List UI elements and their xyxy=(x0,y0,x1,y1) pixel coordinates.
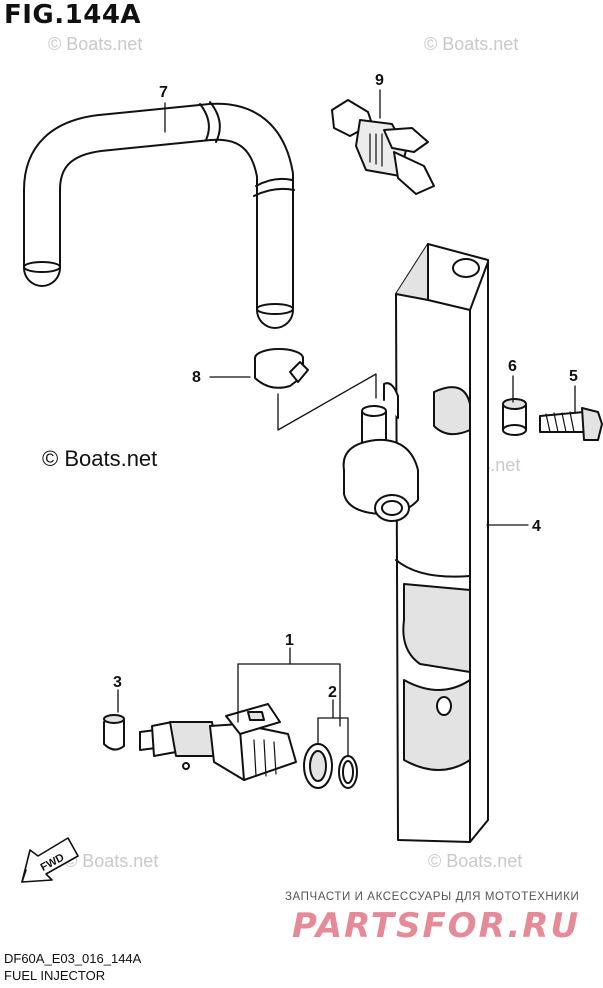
part-label-6: 6 xyxy=(508,358,517,375)
promo-tagline: ЗАПЧАСТИ И АКСЕССУАРЫ ДЛЯ МОТОТЕХНИКИ xyxy=(285,891,580,903)
cushion-part-3 xyxy=(103,714,125,751)
model-code: DF60A_E03_016_144A xyxy=(4,951,142,966)
part-label-3: 3 xyxy=(113,674,122,691)
fuel-rail-part-4 xyxy=(383,243,489,843)
o-rings-part-2 xyxy=(303,743,358,789)
fwd-arrow-icon xyxy=(21,837,79,883)
figure-caption: FUEL INJECTOR xyxy=(4,968,106,983)
part-label-2: 2 xyxy=(328,684,337,701)
part-label-7: 7 xyxy=(159,84,168,101)
watermark: © Boats.net xyxy=(424,34,519,54)
promo-brand-logo: PARTSFOR.RU xyxy=(292,906,581,946)
part-label-4: 4 xyxy=(532,518,541,535)
fuel-inlet-nipple xyxy=(342,405,419,522)
hose-clamp-part-8 xyxy=(254,348,309,389)
hose-clip-part-9 xyxy=(331,99,435,195)
watermark: © Boats.net xyxy=(428,851,523,871)
figure-title: FIG.144A xyxy=(4,0,142,30)
part-label-9: 9 xyxy=(375,72,384,89)
part-label-5: 5 xyxy=(569,368,578,385)
bolt-part-5 xyxy=(539,407,603,441)
part-label-8: 8 xyxy=(192,369,201,386)
leader-lines xyxy=(117,89,576,757)
watermark-large: © Boats.net xyxy=(42,446,158,471)
watermark: © Boats.net xyxy=(48,34,143,54)
watermark: © Boats.net xyxy=(64,851,159,871)
fuel-hose-part-7 xyxy=(23,101,295,329)
fuel-injector-part-1 xyxy=(139,703,297,781)
collar-part-6 xyxy=(502,398,527,436)
part-label-1: 1 xyxy=(285,632,294,649)
